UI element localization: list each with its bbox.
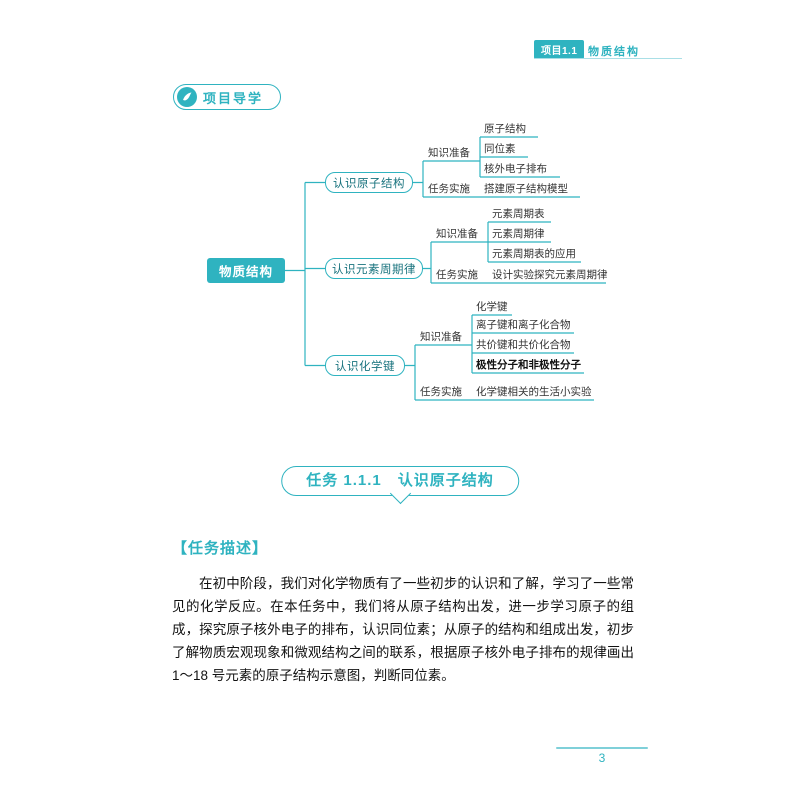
chapter-title: 物质结构 xyxy=(588,46,640,58)
leaf-item: 核外电子排布 xyxy=(484,163,547,175)
page-number: 3 xyxy=(598,751,606,765)
section-heading-task-description: 【任务描述】 xyxy=(172,540,269,557)
mindmap-branch-atomic-structure: 认识原子结构 xyxy=(325,172,413,193)
chapter-badge: 项目1.1 xyxy=(534,40,585,59)
leaf-item: 设计实验探究元素周期律 xyxy=(492,269,608,281)
mindmap-branch-chemical-bond: 认识化学键 xyxy=(325,355,405,376)
mindmap-branch-periodic-law: 认识元素周期律 xyxy=(325,258,423,279)
leaf-item: 元素周期律 xyxy=(492,228,545,240)
group-label: 知识准备 xyxy=(428,147,470,159)
leaf-item: 原子结构 xyxy=(484,123,526,135)
group-label: 知识准备 xyxy=(436,228,478,240)
project-guide-icon xyxy=(177,87,197,107)
leaf-item: 化学键相关的生活小实验 xyxy=(476,386,592,398)
page-number-rule xyxy=(556,747,648,749)
group-label: 任务实施 xyxy=(436,269,478,281)
leaf-item: 共价键和共价化合物 xyxy=(476,339,571,351)
mindmap-root-node: 物质结构 xyxy=(207,258,285,283)
project-guide-badge: 项目导学 xyxy=(173,84,281,110)
leaf-item: 离子键和离子化合物 xyxy=(476,319,571,331)
header-underline xyxy=(534,58,682,59)
leaf-item: 搭建原子结构模型 xyxy=(484,183,568,195)
project-guide-label: 项目导学 xyxy=(203,90,264,106)
task-description-paragraph: 在初中阶段，我们对化学物质有了一些初步的认识和了解，学习了一些常见的化学反应。在… xyxy=(172,576,634,683)
leaf-item: 同位素 xyxy=(484,143,516,155)
leaf-item: 极性分子和非极性分子 xyxy=(476,359,581,371)
leaf-item: 元素周期表的应用 xyxy=(492,248,576,260)
leaf-item: 元素周期表 xyxy=(492,208,545,220)
mindmap-connectors xyxy=(285,136,606,401)
group-label: 任务实施 xyxy=(428,183,470,195)
leaf-item: 化学键 xyxy=(476,301,508,313)
group-label: 任务实施 xyxy=(420,386,462,398)
group-label: 知识准备 xyxy=(420,331,462,343)
